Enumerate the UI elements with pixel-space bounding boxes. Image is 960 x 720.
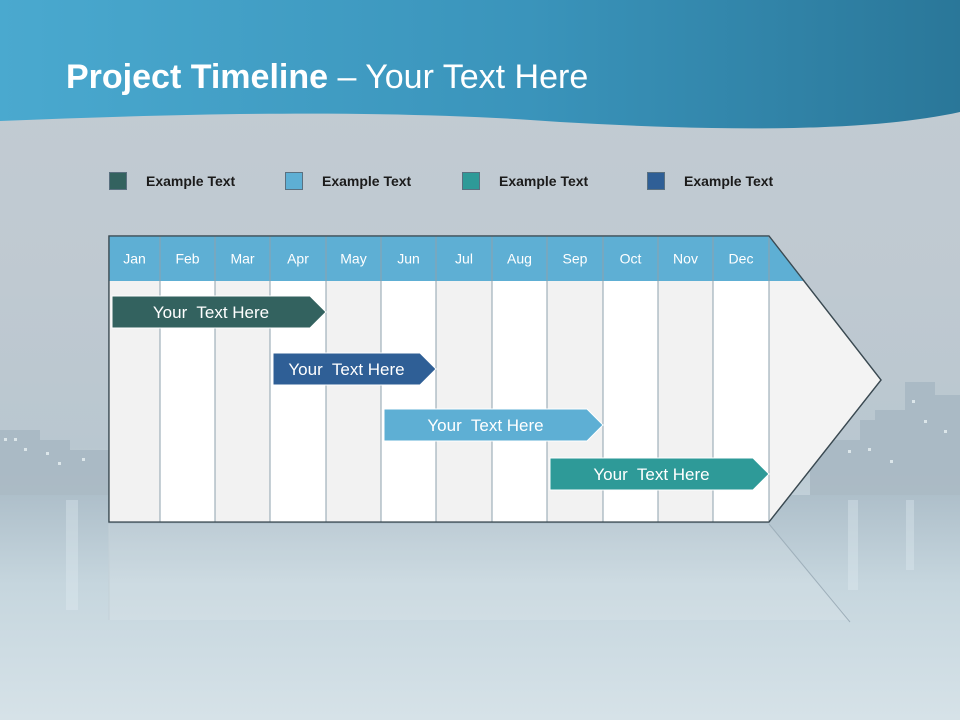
month-label: May — [340, 251, 366, 267]
task-bar — [549, 457, 770, 491]
title-bold: Project Timeline — [66, 58, 329, 96]
month-column — [381, 281, 436, 522]
legend-item: Example Text — [462, 171, 588, 191]
month-label: Jul — [455, 251, 473, 267]
legend-swatch — [285, 172, 303, 190]
month-column — [492, 281, 547, 522]
legend-item: Example Text — [285, 171, 411, 191]
slide-title: Project Timeline – Your Text Here — [66, 58, 588, 97]
legend-label: Example Text — [146, 173, 236, 189]
month-label: Jun — [397, 251, 420, 267]
month-label: Jan — [123, 251, 146, 267]
legend-swatch — [109, 172, 127, 190]
legend-swatch — [647, 172, 665, 190]
month-label: Feb — [175, 251, 199, 267]
month-label: Sep — [563, 251, 588, 267]
task-bar-label: Your Text Here — [593, 465, 709, 484]
legend-item: Example Text — [109, 171, 235, 191]
month-label: Apr — [287, 251, 309, 267]
month-label: Nov — [673, 251, 698, 267]
task-bar — [272, 352, 437, 386]
month-column — [326, 281, 381, 522]
timeline-arrow-outline — [108, 235, 882, 523]
task-bar-label: Your Text Here — [288, 360, 404, 379]
task-bar-label: Your Text Here — [427, 416, 543, 435]
month-label: Oct — [620, 251, 642, 267]
legend-label: Example Text — [499, 173, 589, 189]
task-bar — [111, 295, 327, 329]
reflection-edge — [768, 523, 851, 623]
legend-label: Example Text — [684, 173, 774, 189]
month-header-band — [109, 236, 769, 281]
header-banner — [0, 0, 960, 129]
task-bar — [383, 408, 604, 442]
month-label: Mar — [230, 251, 254, 267]
month-label: Dec — [729, 251, 754, 267]
legend-swatch — [462, 172, 480, 190]
task-bar-label: Your Text Here — [153, 303, 269, 322]
timeline-reflection — [109, 524, 850, 620]
legend-item: Example Text — [647, 171, 773, 191]
legend-label: Example Text — [322, 173, 412, 189]
month-label: Aug — [507, 251, 532, 267]
title-rest: – Your Text Here — [328, 58, 589, 96]
month-column — [436, 281, 492, 522]
